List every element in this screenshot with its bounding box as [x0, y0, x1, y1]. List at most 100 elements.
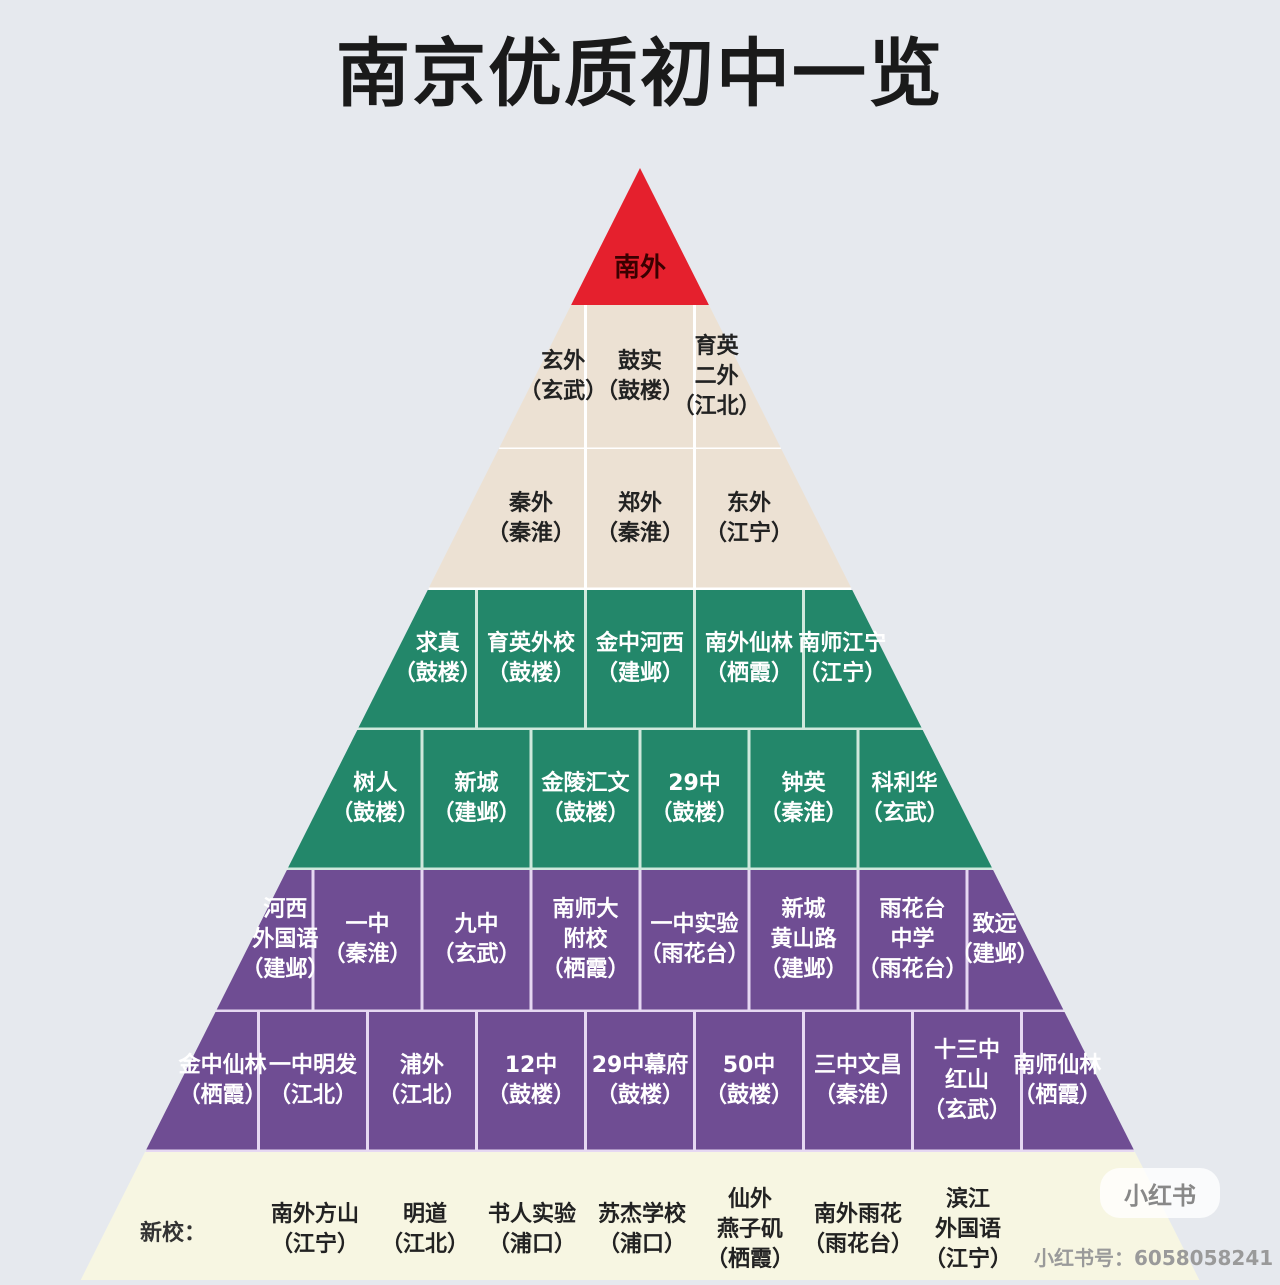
school-cell: 南外仙林 （栖霞）	[695, 590, 804, 728]
school-name: 二外	[694, 363, 739, 389]
school-name: 外国语	[934, 1217, 1001, 1242]
school-name: 红山	[944, 1068, 989, 1093]
school-cell: 29中（鼓楼）	[640, 730, 749, 868]
school-cell: 三中文昌（秦淮）	[804, 1012, 913, 1150]
school-cell: 南师大附校（栖霞）	[531, 870, 640, 1010]
school-cell: 浦外 （江北）	[368, 1012, 477, 1150]
school-cell: 郑外（秦淮）	[586, 449, 695, 588]
school-name: 南外方山	[270, 1202, 359, 1227]
district-label: （雨花台）	[803, 1232, 914, 1257]
school-cell: 一中（秦淮）	[313, 870, 422, 1010]
district-label: （玄武）	[432, 942, 521, 967]
tier-band-green	[358, 590, 922, 728]
school-name: 明道	[402, 1202, 447, 1227]
district-label: （秦淮）	[486, 520, 575, 546]
school-name: 仙外	[727, 1187, 772, 1212]
new-schools-band	[80, 1152, 1200, 1280]
school-name: 钟英	[781, 771, 826, 796]
district-label: （浦口）	[597, 1232, 686, 1257]
district-label: （雨花台）	[857, 957, 968, 982]
school-name: 滨江	[945, 1187, 990, 1212]
school-cell: 钟英 （秦淮）	[749, 730, 858, 868]
school-cell: 育英外校（鼓楼）	[477, 590, 586, 728]
school-name: 金陵汇文	[541, 771, 630, 796]
school-name: 河西	[263, 897, 308, 922]
school-name: 南外仙林	[704, 631, 793, 656]
district-label: （鼓楼）	[486, 1083, 575, 1108]
school-name: 书人实验	[487, 1202, 576, 1227]
school-cell: 一中实验（雨花台）	[640, 870, 750, 1010]
district-label: （鼓楼）	[650, 801, 739, 826]
school-cell: 育英二外（江北）	[667, 305, 767, 448]
school-cell: 树人（鼓楼）	[325, 730, 425, 868]
school-name: 东外	[726, 490, 771, 516]
school-name: 南师大	[552, 897, 619, 922]
school-name: 育英	[694, 333, 739, 359]
school-cell: 南师仙林（栖霞）	[1007, 1012, 1107, 1150]
school-name: 12中	[504, 1053, 558, 1078]
school-name: 玄外	[541, 348, 586, 374]
district-label: （江宁）	[798, 661, 887, 686]
tier-band-purple	[146, 1012, 1134, 1150]
new-school-cell: 苏杰学校（浦口）	[589, 1175, 695, 1285]
school-cell: 雨花台中学（雨花台）	[857, 870, 968, 1010]
new-school-cell: 仙外燕子矶 （栖霞）	[697, 1175, 803, 1285]
new-school-cell: 南外雨花 （雨花台）	[803, 1175, 914, 1285]
school-name: 南师仙林	[1013, 1053, 1102, 1078]
school-name: 金中河西	[595, 631, 684, 656]
district-label: （鼓楼）	[595, 1083, 684, 1108]
school-name: 十三中	[933, 1038, 1000, 1063]
district-label: （栖霞）	[704, 661, 793, 686]
school-cell: 金陵汇文 （鼓楼）	[531, 730, 640, 868]
new-schools-label: 新校：	[140, 1221, 207, 1246]
district-label: （建邺）	[241, 957, 330, 982]
district-label: （栖霞）	[705, 1247, 794, 1272]
district-label: （玄武）	[860, 801, 949, 826]
district-label: （鼓楼）	[541, 801, 630, 826]
apex-school: 南外	[580, 248, 700, 288]
district-label: （江北）	[268, 1083, 357, 1108]
school-cell: 科利华 （玄武）	[855, 730, 955, 868]
district-label: （江北）	[377, 1083, 466, 1108]
district-label: （江宁）	[923, 1247, 1012, 1272]
school-name: 金中仙林	[178, 1053, 267, 1078]
district-label: （秦淮）	[759, 801, 848, 826]
school-cell: 十三中红山 （玄武）	[913, 1012, 1022, 1150]
apex-triangle	[571, 168, 709, 305]
school-name: 求真	[415, 631, 460, 656]
school-cell: 东外（江宁）	[695, 449, 804, 588]
school-cell: 新城黄山路（建邺）	[749, 870, 858, 1010]
new-school-cell: 南外方山 （江宁）	[262, 1175, 368, 1285]
school-cell: 鼓实（鼓楼）	[586, 305, 695, 448]
school-cell: 金中仙林（栖霞）	[173, 1012, 273, 1150]
school-name: 南师江宁	[798, 631, 887, 656]
tier-band-beige	[428, 449, 852, 588]
school-cell: 29中幕府（鼓楼）	[586, 1012, 695, 1150]
school-name: 燕子矶	[716, 1217, 783, 1242]
school-name: 黄山路	[770, 927, 837, 952]
school-name: 新城	[454, 771, 499, 796]
school-name: 致远	[972, 912, 1017, 937]
school-name: 科利华	[871, 771, 938, 796]
district-label: （鼓楼）	[331, 801, 420, 826]
district-label: （玄武）	[519, 378, 608, 404]
school-cell: 玄外 （玄武）	[513, 305, 613, 448]
district-label: （建邺）	[595, 661, 684, 686]
watermark: 小红书号：6058058241	[1034, 1246, 1274, 1270]
district-label: （江宁）	[270, 1232, 359, 1257]
school-cell: 新城（建邺）	[422, 730, 531, 868]
school-name: 九中	[454, 912, 499, 937]
school-cell: 九中 （玄武）	[422, 870, 531, 1010]
school-name: 育英外校	[486, 631, 575, 656]
school-cell: 12中 （鼓楼）	[477, 1012, 586, 1150]
school-name: 雨花台	[879, 897, 946, 922]
new-school-cell: 明道（江北）	[372, 1175, 478, 1285]
district-label: （栖霞）	[541, 957, 630, 982]
school-name: 鼓实	[617, 348, 662, 374]
school-name: 浦外	[399, 1053, 444, 1078]
page-title: 南京优质初中一览	[336, 31, 944, 117]
district-label: （玄武）	[922, 1098, 1011, 1123]
school-name: 南外雨花	[813, 1202, 902, 1227]
school-cell: 50中（鼓楼）	[695, 1012, 804, 1150]
